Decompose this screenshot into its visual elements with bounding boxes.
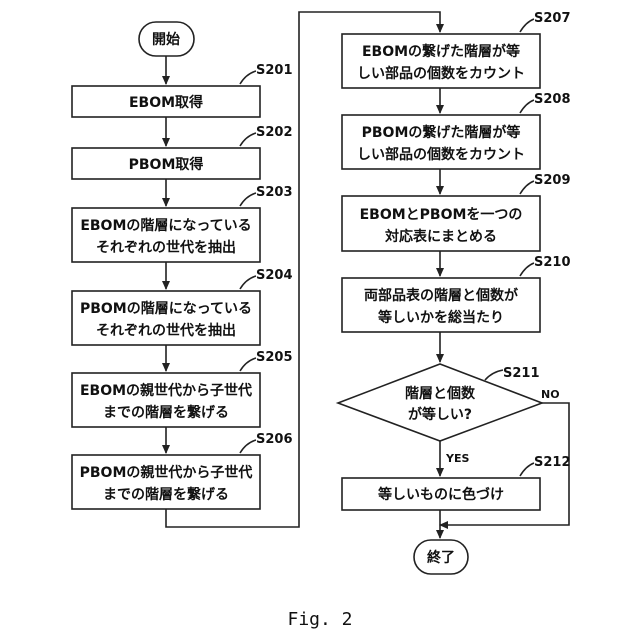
no-label: NO xyxy=(541,388,560,401)
step-leader xyxy=(485,370,503,380)
step-number-s212: S212 xyxy=(534,455,571,470)
step-leader xyxy=(240,193,256,206)
start-label: 開始 xyxy=(152,31,180,48)
step-number-s210: S210 xyxy=(534,255,571,270)
step-number-s201: S201 xyxy=(256,63,293,78)
step-text-s208-line2: しい部品の個数をカウント xyxy=(357,146,525,163)
step-text-s202: PBOM取得 xyxy=(129,156,204,173)
step-text-s209-line2: 対応表にまとめる xyxy=(384,228,497,245)
step-text-s204-line2: それぞれの世代を抽出 xyxy=(96,322,236,339)
step-leader xyxy=(240,358,256,371)
decision-text-line2: が等しい? xyxy=(408,406,472,423)
step-text-s208-line1: PBOMの繋げた階層が等 xyxy=(362,124,521,141)
step-leader xyxy=(520,463,534,476)
step-number-s205: S205 xyxy=(256,350,293,365)
step-text-s205-line1: EBOMの親世代から子世代 xyxy=(80,382,252,399)
step-number-s203: S203 xyxy=(256,185,293,200)
step-leader xyxy=(240,133,256,146)
step-leader xyxy=(520,263,534,276)
step-text-s209-line1: EBOMとPBOMを一つの xyxy=(360,207,523,223)
step-text-s210-line1: 両部品表の階層と個数が xyxy=(364,287,519,304)
step-text-s207-line2: しい部品の個数をカウント xyxy=(357,65,525,82)
step-leader xyxy=(240,71,256,84)
yes-label: YES xyxy=(445,452,469,465)
end-label: 終了 xyxy=(427,549,455,566)
step-leader xyxy=(240,440,256,453)
step-text-s203-line2: それぞれの世代を抽出 xyxy=(96,239,236,256)
step-text-s212: 等しいものに色づけ xyxy=(378,486,504,503)
figure-caption: Fig. 2 xyxy=(287,609,352,630)
step-leader xyxy=(240,276,256,289)
step-number-s206: S206 xyxy=(256,432,293,447)
step-text-s203-line1: EBOMの階層になっている xyxy=(80,217,251,234)
step-text-s205-line2: までの階層を繋げる xyxy=(103,404,229,421)
step-leader xyxy=(520,19,534,32)
step-number-s211: S211 xyxy=(503,366,540,381)
step-leader xyxy=(520,100,534,113)
step-text-s210-line2: 等しいかを総当たり xyxy=(378,309,504,326)
step-text-s206-line1: PBOMの親世代から子世代 xyxy=(80,464,253,481)
step-number-s208: S208 xyxy=(534,92,571,107)
step-text-s207-line1: EBOMの繋げた階層が等 xyxy=(362,43,520,60)
step-number-s202: S202 xyxy=(256,125,293,140)
step-text-s204-line1: PBOMの階層になっている xyxy=(80,300,252,317)
step-leader xyxy=(520,181,534,194)
step-text-s201: EBOM取得 xyxy=(129,94,203,111)
step-number-s204: S204 xyxy=(256,268,293,283)
step-text-s206-line2: までの階層を繋げる xyxy=(103,486,229,503)
decision-text-line1: 階層と個数 xyxy=(405,385,476,402)
step-number-s209: S209 xyxy=(534,173,571,188)
step-number-s207: S207 xyxy=(534,11,571,26)
